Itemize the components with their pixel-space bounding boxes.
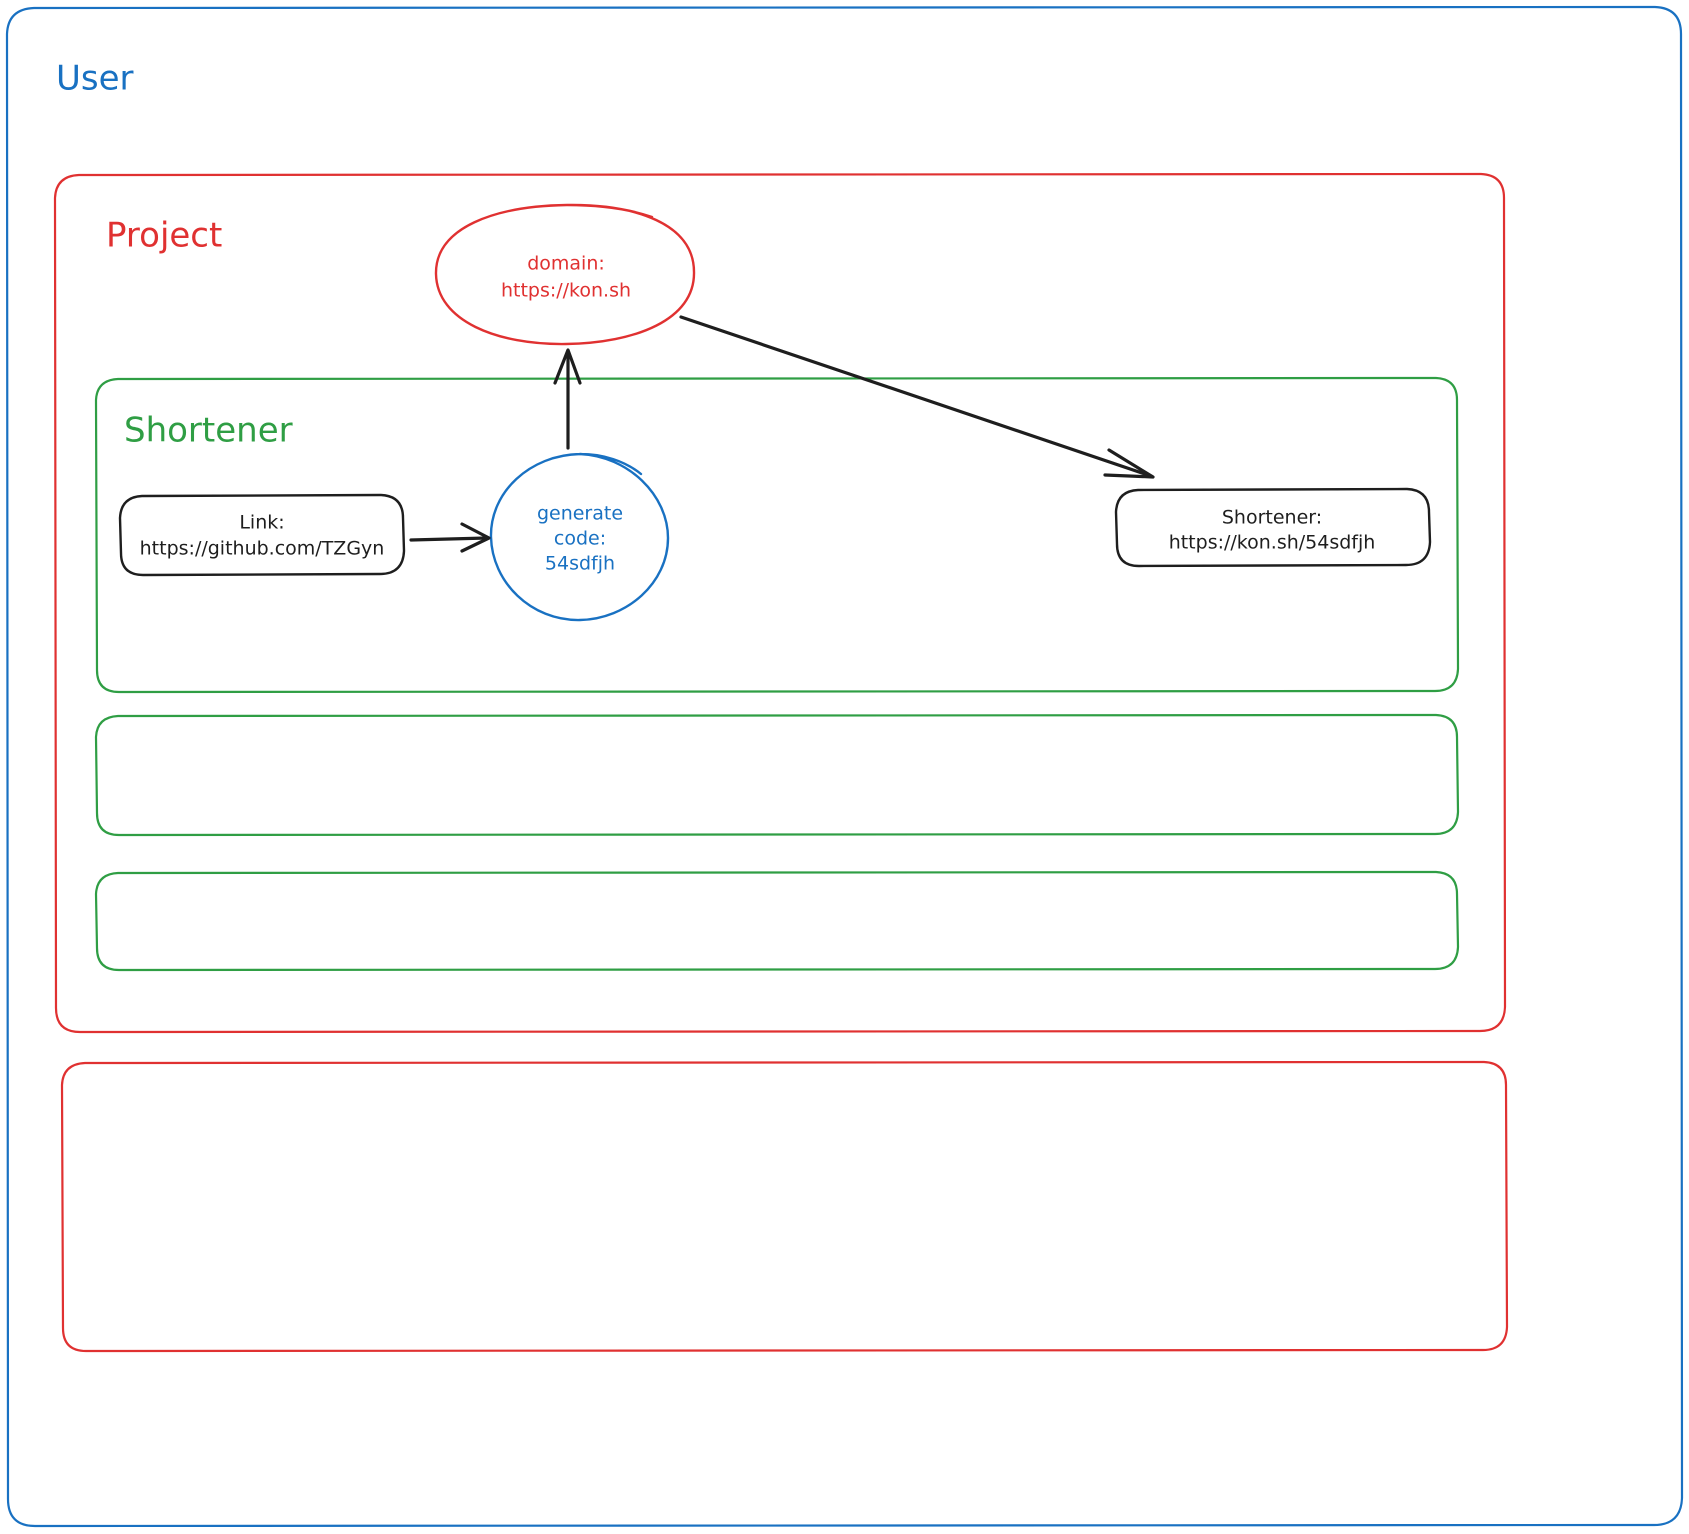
frame-project-label: Project xyxy=(106,216,222,256)
frame-shortener-label: Shortener xyxy=(124,411,293,451)
domain-ellipse-outline xyxy=(434,203,696,346)
arrow-domain-to-shortener-head xyxy=(1103,448,1155,479)
user-frame-outline xyxy=(5,5,1684,1528)
link-box-line1: Link: xyxy=(239,512,284,534)
shortener-result-line2: https://kon.sh/54sdfjh xyxy=(1169,532,1376,554)
link-box-line2: https://github.com/TZGyn xyxy=(140,538,385,560)
generate-code-line2: code: xyxy=(554,528,606,550)
arrow-domain-to-shortener-shaft xyxy=(679,315,1153,478)
arrow-generate-to-domain-head xyxy=(553,348,582,385)
generate-code-circle-outline xyxy=(489,452,670,622)
frame-empty-project-2[interactable] xyxy=(60,1060,1509,1353)
arrow-link-to-generate-shaft xyxy=(409,536,489,542)
frame-shortener[interactable]: Shortener xyxy=(94,376,1460,694)
node-link-box[interactable]: Link: https://github.com/TZGyn xyxy=(118,493,406,577)
shortener-result-box-outline xyxy=(1114,487,1432,568)
generate-code-line1: generate xyxy=(537,503,623,525)
node-domain-ellipse[interactable]: domain: https://kon.sh xyxy=(434,203,696,346)
node-generate-code-circle[interactable]: generate code: 54sdfjh xyxy=(489,452,670,622)
link-box-outline xyxy=(118,493,406,577)
frame-user-label: User xyxy=(56,59,134,99)
shortener-frame-outline xyxy=(94,376,1460,694)
empty-group-2-outline xyxy=(94,870,1460,972)
arrow-domain-to-shortener xyxy=(679,315,1155,479)
project-frame-outline xyxy=(53,172,1507,1034)
arrow-link-to-generate xyxy=(409,522,491,553)
generate-code-line3: 54sdfjh xyxy=(545,553,615,575)
empty-project-2-outline xyxy=(60,1060,1509,1353)
arrow-link-to-generate-head xyxy=(460,522,491,553)
frame-project[interactable]: Project xyxy=(53,172,1507,1034)
frame-empty-group-1[interactable] xyxy=(94,713,1460,837)
empty-group-1-outline xyxy=(94,713,1460,837)
frame-empty-group-2[interactable] xyxy=(94,870,1460,972)
frame-user[interactable]: User xyxy=(5,5,1684,1528)
node-shortener-result-box[interactable]: Shortener: https://kon.sh/54sdfjh xyxy=(1114,487,1432,568)
arrow-generate-to-domain xyxy=(553,348,582,450)
domain-ellipse-line2: https://kon.sh xyxy=(501,280,631,302)
shortener-result-line1: Shortener: xyxy=(1222,507,1322,529)
domain-ellipse-line1: domain: xyxy=(527,253,605,275)
